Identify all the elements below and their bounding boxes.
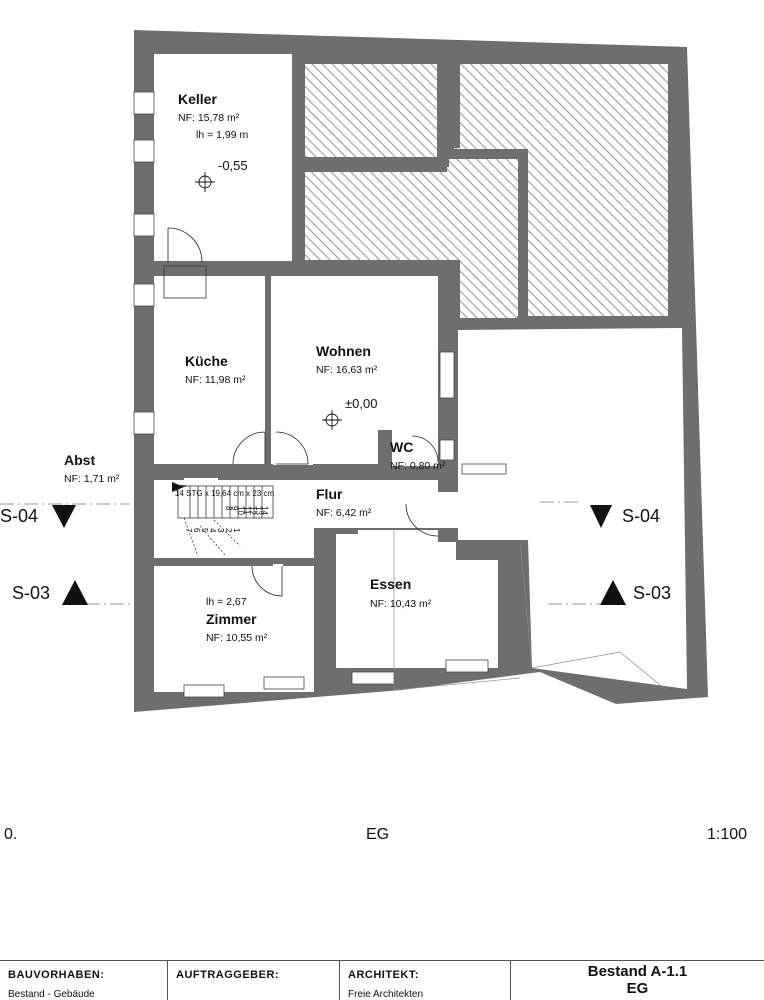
section-s04-left-label: S-04 xyxy=(0,506,38,526)
bauvorhaben-value: Bestand - Gebäude xyxy=(8,989,95,1000)
title-block-architekt: ARCHITEKT: Freie Architekten xyxy=(340,961,511,1000)
staircase xyxy=(176,485,274,557)
stair-step-number: 4 xyxy=(208,528,217,533)
room-wohnen xyxy=(271,276,438,465)
section-arrow-s04-right-icon xyxy=(590,505,612,528)
section-arrow-s03-left-icon xyxy=(62,580,88,605)
title-block-title: Bestand A-1.1 EG xyxy=(511,961,764,1000)
section-arrow-s03-right-icon xyxy=(600,580,626,605)
room-zimmer-area: NF: 10,55 m² xyxy=(206,632,268,644)
room-keller-area: NF: 15,78 m² xyxy=(178,112,240,124)
stair-step-number: 8 xyxy=(224,506,233,511)
title-block-auftraggeber: AUFTRAGGEBER: xyxy=(168,961,340,1000)
room-abst-name: Abst xyxy=(64,452,95,468)
section-s03-left-label: S-03 xyxy=(12,583,50,603)
auftraggeber-label: AUFTRAGGEBER: xyxy=(176,969,280,981)
drawing-footer: 0. EG 1:100 xyxy=(0,826,764,850)
room-abst xyxy=(154,480,178,558)
stair-step-number: 6 xyxy=(192,528,201,533)
footer-left: 0. xyxy=(4,826,18,843)
footer-center: EG xyxy=(366,826,390,843)
room-wc-name: WC xyxy=(390,439,413,455)
room-wc-area: NF: 0,80 m² xyxy=(390,460,446,472)
room-zimmer-name: Zimmer xyxy=(206,611,257,627)
stair-step-number: 1 xyxy=(232,528,241,533)
stair-arrow-icon xyxy=(172,482,184,492)
section-s04-right-label: S-04 xyxy=(622,506,660,526)
level-marker-wohnen xyxy=(322,410,342,430)
room-essen-name: Essen xyxy=(370,576,411,592)
stair-label: 14 STG x 19,64 cm x 23 cm xyxy=(175,489,274,498)
room-keller xyxy=(154,54,292,261)
room-essen-area: NF: 10,43 m² xyxy=(370,598,432,610)
section-s03-right-label: S-03 xyxy=(633,583,671,603)
room-kueche-area: NF: 11,98 m² xyxy=(185,374,246,386)
room-right-large xyxy=(458,328,687,689)
stair-step-number: 14 xyxy=(260,506,269,515)
room-kueche xyxy=(154,276,265,464)
room-wohnen-name: Wohnen xyxy=(316,343,371,359)
room-kueche-name: Küche xyxy=(185,353,228,369)
room-keller-name: Keller xyxy=(178,91,217,107)
hatch-area-3 xyxy=(304,148,517,318)
footer-scale: 1:100 xyxy=(707,826,748,843)
title-block-bauvorhaben: BAUVORHABEN: Bestand - Gebäude xyxy=(0,961,168,1000)
stair-step-number: 7 xyxy=(184,528,193,533)
plan-title: Bestand A-1.1 xyxy=(587,963,688,980)
level-marker-keller xyxy=(195,172,215,192)
room-zimmer-height: lh = 2,67 xyxy=(206,596,247,608)
hatch-area-1 xyxy=(304,64,437,158)
architekt-label: ARCHITEKT: xyxy=(348,969,419,981)
room-keller-height: lh = 1,99 m xyxy=(196,129,248,141)
room-wohnen-area: NF: 16,63 m² xyxy=(316,364,378,376)
room-wohnen-level: ±0,00 xyxy=(345,396,377,411)
bauvorhaben-label: BAUVORHABEN: xyxy=(8,969,105,981)
title-block-divider xyxy=(0,960,764,961)
stair-step-number: 12 xyxy=(248,506,257,515)
stair-step-number: 13 xyxy=(254,506,263,515)
floor-plan: 14 STG x 19,64 cm x 23 cm S-04 S-04 S-03… xyxy=(0,30,708,712)
stair-step-number: 11 xyxy=(242,506,251,515)
stair-step-number: 2 xyxy=(224,528,233,533)
stair-step-number: 10 xyxy=(236,506,245,515)
room-flur-area: NF: 6,42 m² xyxy=(316,507,372,519)
section-arrow-s04-left-icon xyxy=(52,505,76,528)
architekt-value: Freie Architekten xyxy=(348,989,424,1000)
stair-step-number: 5 xyxy=(200,528,209,533)
room-zimmer xyxy=(154,564,314,692)
stair-step-number: 3 xyxy=(216,528,225,533)
room-wc xyxy=(392,436,438,466)
plan-subtitle: EG xyxy=(626,980,649,997)
room-flur-name: Flur xyxy=(316,486,343,502)
stair-step-number: 9 xyxy=(230,506,239,511)
room-abst-area: NF: 1,71 m² xyxy=(64,473,120,485)
room-keller-level: -0,55 xyxy=(218,158,248,173)
